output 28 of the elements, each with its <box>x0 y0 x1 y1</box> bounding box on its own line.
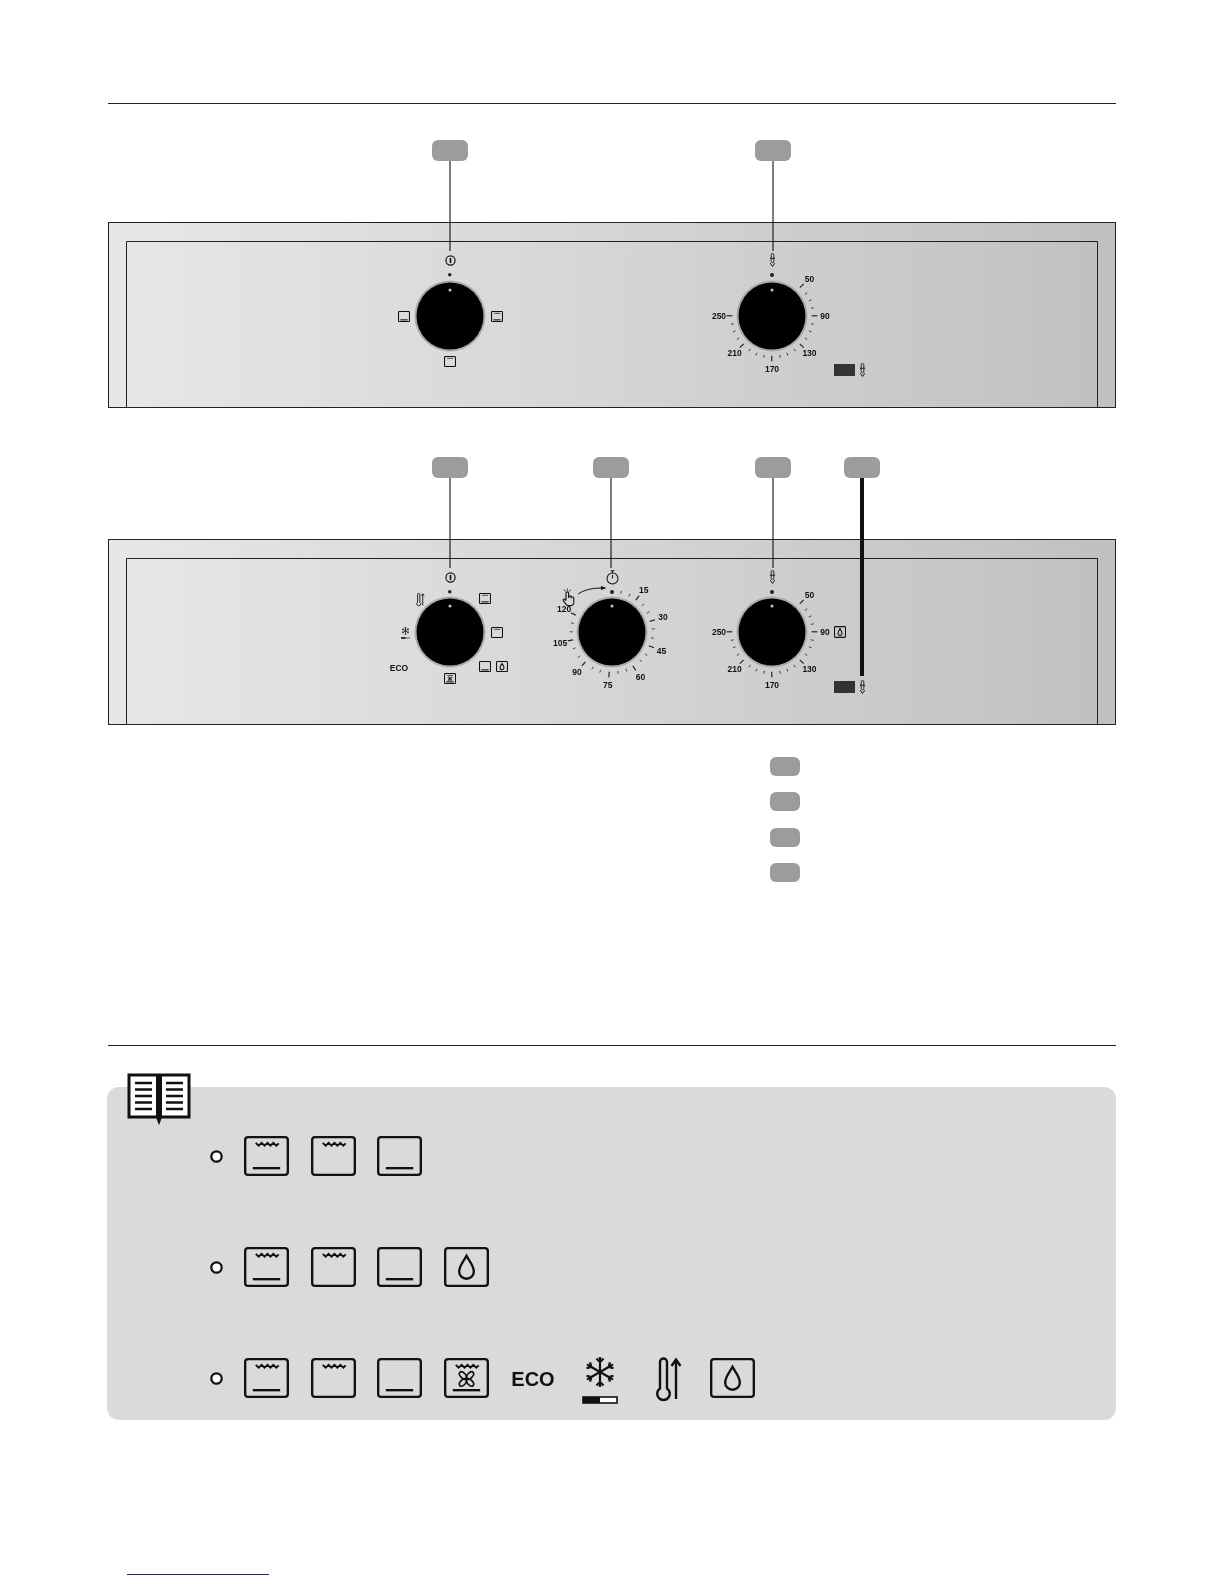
scale-number: 30 <box>658 612 668 622</box>
leader-line <box>449 477 451 569</box>
scale-number: 50 <box>804 590 815 599</box>
scale-number: 90 <box>572 667 582 676</box>
scale-number: 250 <box>711 627 727 637</box>
scale-number: 210 <box>727 349 742 358</box>
leader-line <box>610 477 612 569</box>
leader-line <box>772 477 774 569</box>
scale-number: 50 <box>804 274 815 283</box>
scale-number: 130 <box>802 665 817 674</box>
scale-number: 75 <box>603 680 613 690</box>
mode-label: ECO <box>389 663 409 673</box>
scale-number: 170 <box>764 680 780 690</box>
scale-number: 130 <box>802 349 817 358</box>
scale-number: 105 <box>553 638 568 647</box>
mode-label: ECO <box>511 1369 555 1389</box>
scale-number: 90 <box>820 311 830 321</box>
leader-line <box>449 160 451 252</box>
scale-number: 250 <box>711 311 727 321</box>
scale-number: 170 <box>764 364 780 374</box>
scale-number: 210 <box>727 665 742 674</box>
leader-line <box>772 160 774 252</box>
scale-number: 15 <box>639 585 649 594</box>
scale-number: 60 <box>635 672 646 681</box>
leader-line <box>860 478 864 676</box>
scale-number: 120 <box>556 605 572 614</box>
scale-number: 90 <box>820 627 830 637</box>
scale-number: 45 <box>656 646 667 655</box>
